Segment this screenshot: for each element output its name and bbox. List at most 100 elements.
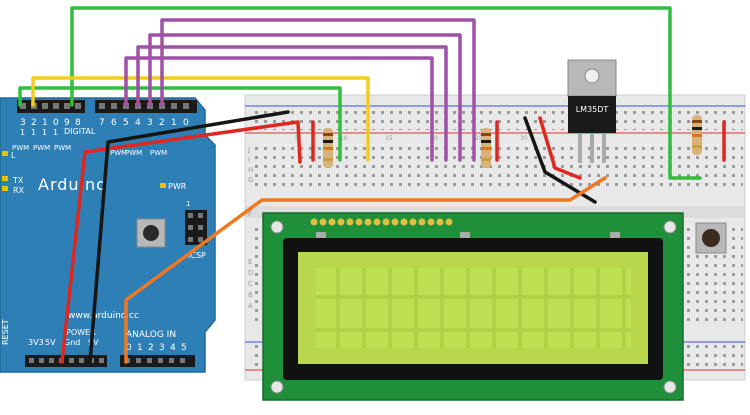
v9-label: 9V xyxy=(88,338,99,347)
wire-orange xyxy=(124,176,607,364)
pin-number: 9 xyxy=(64,118,70,128)
row-letter: A xyxy=(248,302,253,310)
lcd-module xyxy=(262,212,684,401)
analog-pin: 5 xyxy=(181,343,187,353)
row-letter: F xyxy=(248,210,252,218)
pin-number: 4 xyxy=(135,118,141,128)
pin-number: 2 xyxy=(159,118,165,128)
wire-purple xyxy=(148,33,462,162)
digital-header-right xyxy=(95,100,197,113)
push-button-cap[interactable] xyxy=(702,229,720,247)
icsp-label: ICSP xyxy=(188,251,206,260)
wire-green xyxy=(18,86,342,162)
row-letter: H xyxy=(248,166,253,174)
icsp-number: 1 xyxy=(186,200,190,208)
pwm-label: PWM xyxy=(54,144,71,152)
pin-number: 8 xyxy=(75,118,81,128)
led-label: L xyxy=(11,151,16,160)
sensor-leg xyxy=(602,133,606,163)
reset-button-cap[interactable] xyxy=(143,225,159,241)
bezel-clip xyxy=(610,232,620,238)
pin-number: 3 xyxy=(147,118,153,128)
arduino-board: 3 2 1 0 9 8 7 6 5 4 3 2 1 0 1 1 1 1 DIGI… xyxy=(0,97,216,373)
v5-label: 5V xyxy=(45,338,56,347)
row-letter: D xyxy=(248,269,253,277)
sensor-label: LM35DT xyxy=(576,105,609,114)
wire-black xyxy=(523,116,597,204)
wire-black xyxy=(88,110,290,364)
mount-hole xyxy=(663,220,677,234)
analog-pin: 4 xyxy=(170,343,176,353)
mount-hole xyxy=(663,380,677,394)
pwm-label: PWM xyxy=(150,149,167,157)
analog-pin: 0 xyxy=(126,343,132,353)
power-header xyxy=(25,355,107,367)
analog-pin: 3 xyxy=(159,343,165,353)
row-letter: B xyxy=(248,291,253,299)
col-number: 5 xyxy=(295,135,299,142)
reset-label: RESET xyxy=(1,319,10,345)
led-rx xyxy=(2,186,8,191)
col-number: 10 xyxy=(340,135,348,142)
wire-red xyxy=(538,116,582,180)
wire-purple xyxy=(136,45,448,162)
pin-number: 0 xyxy=(183,118,189,128)
col-number: 30 xyxy=(520,135,528,142)
mount-hole xyxy=(270,220,284,234)
pwm-label: PWM xyxy=(125,149,142,157)
resistor xyxy=(323,128,333,168)
wire-red xyxy=(60,120,302,364)
led-pwr xyxy=(160,183,166,188)
push-button[interactable] xyxy=(695,222,727,254)
led-l xyxy=(2,151,8,156)
pwm-label: PWM xyxy=(12,144,29,152)
sensor-body xyxy=(568,96,616,133)
analog-pin: 1 xyxy=(137,343,143,353)
pwr-label: PWR xyxy=(168,182,187,191)
led-label: RX xyxy=(13,186,25,195)
pin-number: 7 xyxy=(99,118,105,128)
col-number: 25 xyxy=(475,135,483,142)
resistor xyxy=(481,128,491,168)
arduino-url: www.arduino.cc xyxy=(68,311,139,321)
pin-number: 2 xyxy=(31,118,37,128)
v33-label: 3V3 xyxy=(28,338,44,347)
pin-number: 1 xyxy=(42,118,48,128)
pin-number-one: 1 xyxy=(42,128,47,137)
analog-label: ANALOG IN xyxy=(126,330,176,340)
pin-number: 6 xyxy=(111,118,117,128)
digital-header-left xyxy=(17,100,85,113)
sensor-leg xyxy=(590,133,594,163)
wire-purple xyxy=(124,56,434,162)
pin-number: 0 xyxy=(53,118,59,128)
wire-yellow xyxy=(31,76,370,162)
pin-number: 1 xyxy=(171,118,177,128)
analog-pin: 2 xyxy=(148,343,154,353)
gnd-label: Gnd xyxy=(64,338,80,347)
pin-number: 5 xyxy=(123,118,129,128)
wire-green xyxy=(70,6,702,180)
wire-purple xyxy=(160,18,476,162)
digital-label: DIGITAL xyxy=(64,127,96,136)
lm35-sensor: LM35DT xyxy=(567,59,617,163)
pin-number: 3 xyxy=(20,118,26,128)
arduino-logo-text: Arduino xyxy=(38,175,107,194)
sensor-leg xyxy=(578,133,582,163)
col-number: 15 xyxy=(385,135,393,142)
lcd-character-grid xyxy=(316,268,631,348)
resistor xyxy=(692,115,702,155)
rail-holes-top xyxy=(255,108,743,130)
row-letter: J xyxy=(247,146,250,154)
icsp-header xyxy=(185,210,207,245)
row-letter: C xyxy=(248,280,253,288)
row-letter: E xyxy=(248,258,252,266)
led-label: TX xyxy=(12,176,24,185)
bezel-clip xyxy=(460,232,470,238)
sensor-tab-hole xyxy=(584,68,600,84)
pwm-label: PWM xyxy=(33,144,50,152)
row-letter: I xyxy=(248,156,250,164)
pwm-label: PWM xyxy=(110,149,127,157)
holes-top xyxy=(255,142,743,190)
